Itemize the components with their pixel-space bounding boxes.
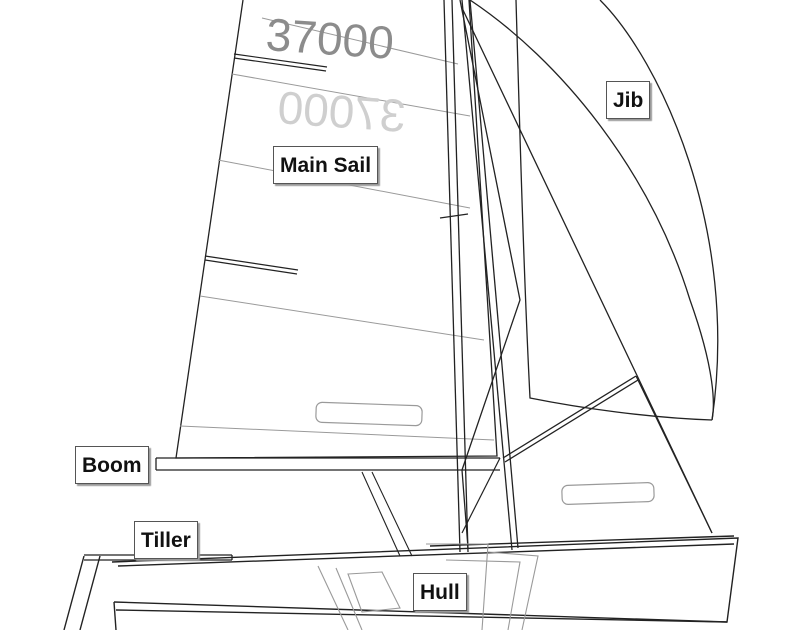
hull-label: Hull (413, 573, 467, 611)
hull (63, 535, 739, 630)
cockpit (317, 543, 539, 630)
main-sail-battens (204, 53, 328, 275)
jib-label: Jib (606, 81, 651, 119)
boom (155, 457, 500, 471)
sail-number: 37000 (264, 8, 395, 69)
jib-window (561, 482, 655, 505)
tiller-label: Tiller (134, 521, 198, 559)
jib (459, 0, 719, 549)
main-sail-label: Main Sail (273, 146, 379, 184)
main-sail (175, 0, 498, 459)
main-sail-window (315, 401, 423, 427)
jib-lower (461, 375, 713, 534)
main-sail-seams (179, 17, 495, 441)
mast (439, 0, 519, 553)
boom-label: Boom (75, 446, 149, 484)
sail-number-mirrored: 37000 (276, 81, 407, 142)
vang (361, 471, 413, 557)
